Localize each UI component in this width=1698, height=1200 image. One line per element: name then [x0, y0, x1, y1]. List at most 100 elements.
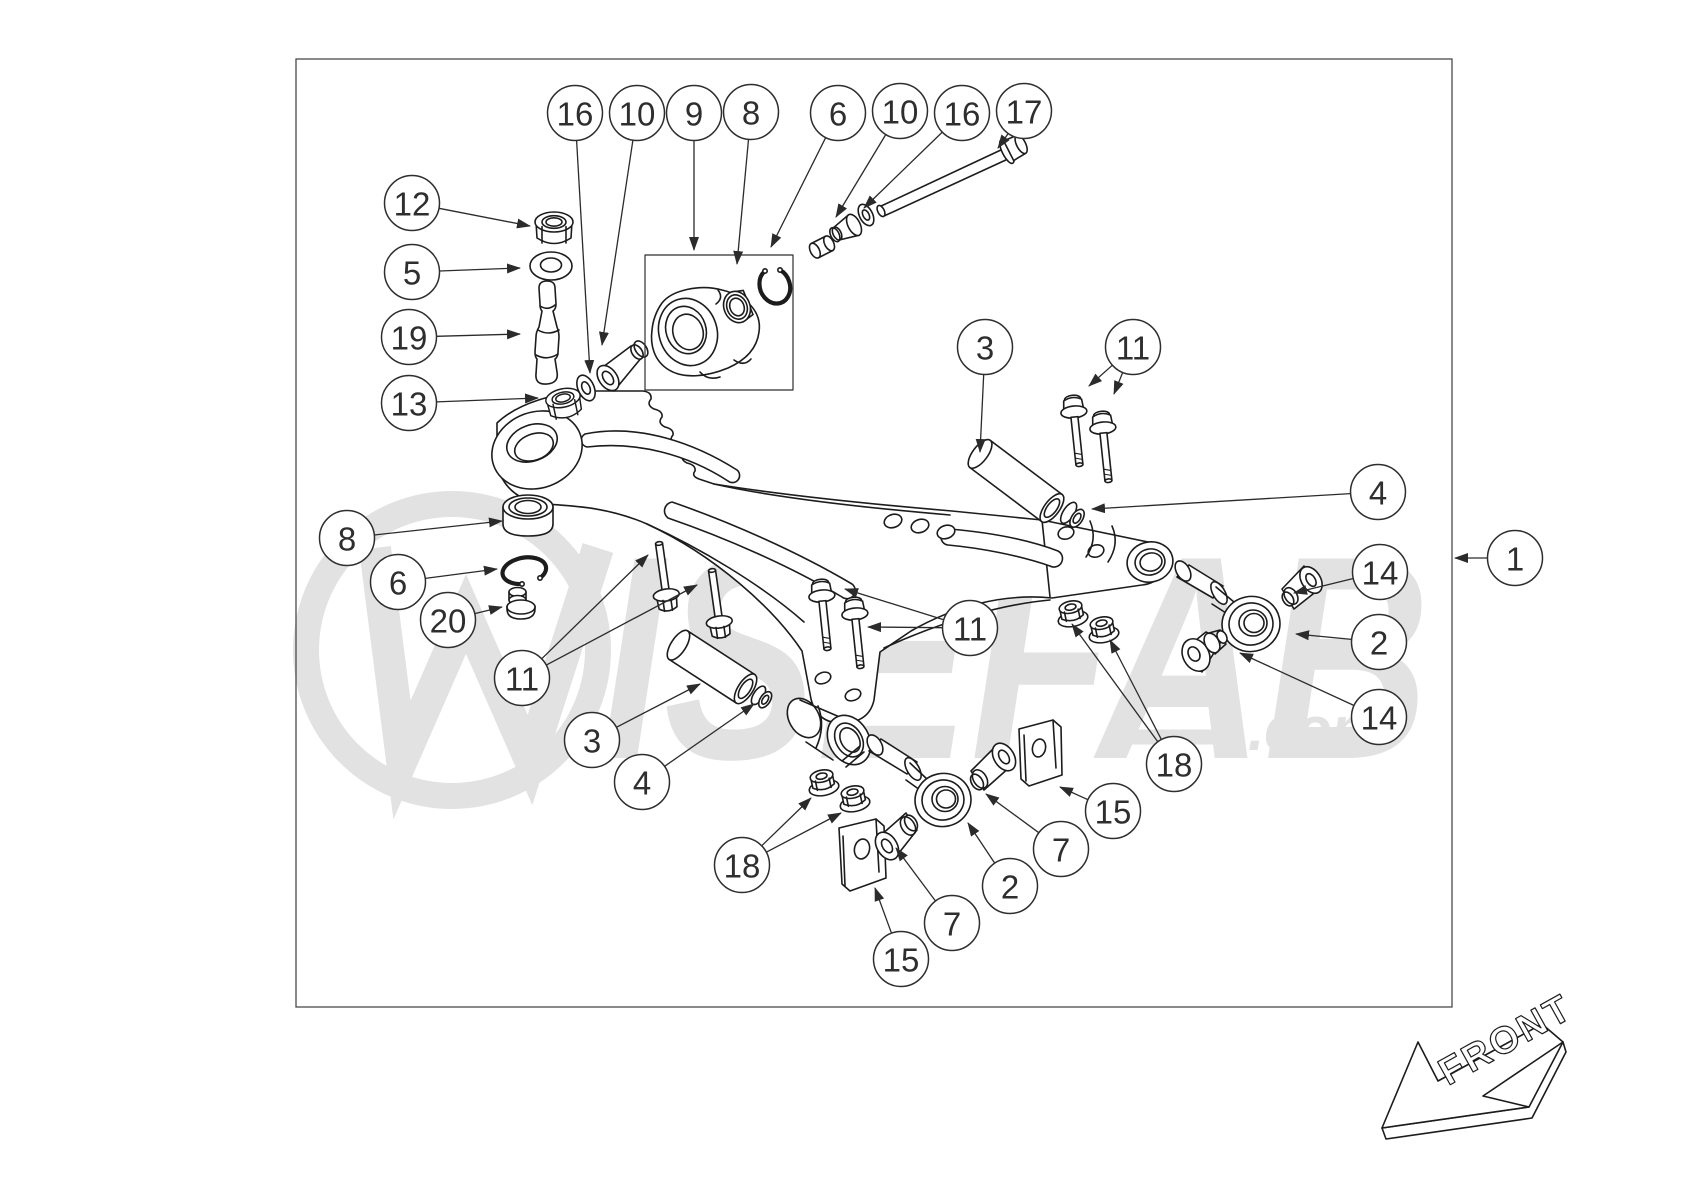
- balloon-circle-10: [871, 82, 929, 140]
- balloon-circle-14: [1350, 688, 1408, 746]
- part-flange-bolt-11: [1058, 393, 1094, 469]
- balloon-number: 11: [953, 611, 987, 648]
- callout-14: 14: [1293, 543, 1409, 601]
- balloon-circle-7: [923, 894, 981, 952]
- leader-line-16: [575, 140, 595, 374]
- callout-4: 4: [613, 703, 755, 811]
- leader-line-19: [436, 329, 521, 340]
- control-arm-body: [491, 390, 1174, 768]
- balloon-circle-20: [419, 591, 477, 649]
- callout-10: 10: [598, 84, 666, 346]
- callout-14: 14: [1239, 652, 1408, 746]
- balloon-number: 15: [883, 942, 920, 979]
- leader-line-4: [664, 703, 755, 767]
- balloon-number: 1: [1506, 541, 1524, 578]
- callout-2: 2: [1295, 613, 1408, 671]
- part-cone-spacer-7-right: [969, 742, 1017, 791]
- callout-18: 18: [713, 797, 842, 894]
- part-spacer-sleeve-3-top: [967, 438, 1065, 524]
- callout-20: 20: [419, 591, 503, 649]
- balloon-number: 5: [403, 255, 421, 292]
- balloon-circle-17: [995, 82, 1053, 140]
- balloon-circle-3: [956, 318, 1014, 376]
- callout-8: 8: [318, 509, 503, 567]
- callout-16: 16: [546, 84, 604, 374]
- balloon-circle-19: [380, 308, 438, 366]
- part-bushing-4-bottom: [750, 685, 773, 709]
- callout-7: 7: [895, 847, 981, 952]
- balloon-number: 6: [829, 96, 847, 133]
- leader-line-6: [425, 565, 498, 580]
- balloon-number: 3: [583, 723, 601, 760]
- part-washer-16-left: [576, 374, 596, 402]
- leader-line-18: [761, 797, 812, 847]
- balloon-circle-1: [1486, 529, 1544, 587]
- balloon-circle-10: [608, 84, 666, 142]
- balloon-number: 7: [1052, 832, 1070, 869]
- balloon-circle-12: [383, 174, 441, 232]
- balloon-number: 16: [557, 96, 594, 133]
- leader-line-18: [1071, 623, 1159, 743]
- leader-line-18: [1109, 639, 1162, 740]
- leader-line-11: [541, 554, 649, 660]
- balloon-circle-7: [1032, 820, 1090, 878]
- leader-line-14: [1293, 577, 1354, 595]
- callout-4: 4: [1091, 463, 1407, 521]
- balloon-number: 19: [391, 320, 428, 357]
- balloon-circle-2: [981, 857, 1039, 915]
- part-flange-bolt-11: [1087, 409, 1123, 485]
- callout-11: 11: [493, 554, 698, 707]
- leader-line-18: [765, 812, 842, 853]
- balloon-number: 6: [389, 565, 407, 602]
- front-arrow-face: [1381, 1023, 1564, 1129]
- balloon-circle-3: [563, 711, 621, 769]
- leader-line-11: [1088, 364, 1113, 387]
- balloon-circle-8: [722, 83, 780, 141]
- part-clevis-tab-15-right: [1018, 719, 1063, 787]
- balloon-number: 14: [1362, 555, 1399, 592]
- callout-9: 9: [665, 84, 723, 251]
- balloon-circle-15: [1084, 782, 1142, 840]
- part-bushing-4-top: [1059, 501, 1085, 528]
- part-spacer-sleeve-3-bottom: [666, 629, 758, 705]
- leader-line-16: [863, 131, 943, 209]
- balloon-circle-6: [369, 553, 427, 611]
- balloon-circle-11: [493, 649, 551, 707]
- drawing-frame-border: [295, 58, 1453, 1008]
- balloon-circle-5: [383, 243, 441, 301]
- balloon-circle-15: [872, 930, 930, 988]
- balloon-number: 13: [391, 386, 428, 423]
- leader-line-12: [438, 207, 531, 229]
- balloon-number: 15: [1095, 794, 1132, 831]
- part-plug-bolt-20: [506, 586, 536, 620]
- balloon-number: 9: [685, 96, 703, 133]
- part-snap-ring-6-detail: [757, 266, 793, 306]
- balloon-circle-8: [318, 509, 376, 567]
- balloon-circle-4: [613, 753, 671, 811]
- balloon-circle-18: [713, 836, 771, 894]
- callout-16: 16: [863, 84, 991, 209]
- leader-line-11: [867, 622, 943, 633]
- leader-line-4: [1091, 492, 1351, 514]
- leader-line-15: [1059, 786, 1089, 801]
- callout-2: 2: [967, 822, 1039, 915]
- balloon-number: 18: [1156, 747, 1193, 784]
- detail-box: [644, 254, 794, 391]
- callout-11: 11: [1088, 318, 1162, 395]
- leader-line-3: [616, 683, 701, 728]
- callout-13: 13: [380, 374, 539, 432]
- part-nyloc-nut-12: [534, 211, 574, 245]
- front-direction-arrow: FRONT: [1381, 986, 1581, 1140]
- balloon-number: 20: [430, 603, 467, 640]
- part-snap-ring-6-left: [500, 555, 549, 587]
- leader-line-10: [835, 134, 887, 218]
- callout-12: 12: [383, 174, 531, 232]
- balloon-number: 12: [394, 186, 431, 223]
- leader-line-15: [874, 887, 893, 934]
- watermark-ring: [293, 491, 611, 809]
- balloon-number: 8: [742, 95, 760, 132]
- balloon-circle-16: [933, 84, 991, 142]
- leader-line-10: [598, 140, 634, 346]
- callout-3: 3: [956, 318, 1014, 453]
